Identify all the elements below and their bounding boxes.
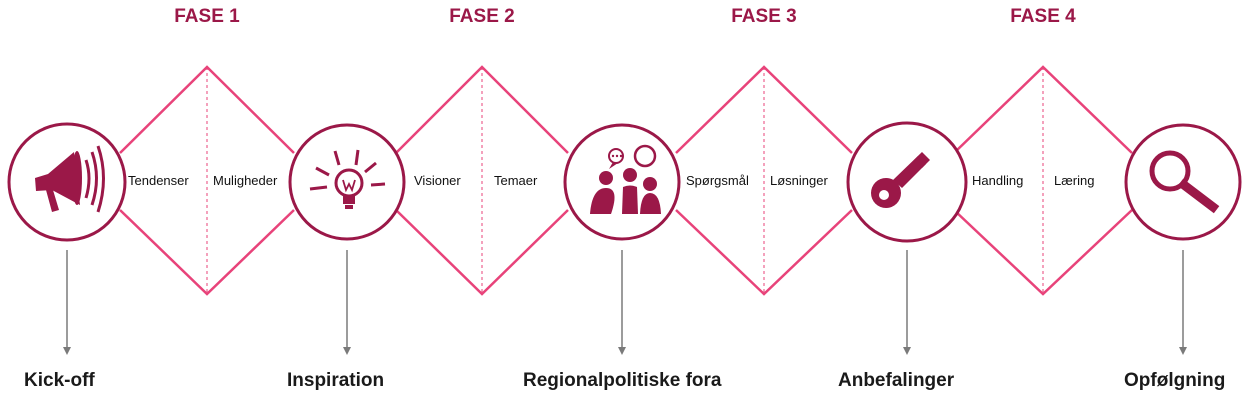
people-talking-icon	[590, 144, 661, 214]
phase-3-diamond	[675, 65, 853, 296]
phase-3-left-word: Spørgsmål	[686, 173, 749, 188]
step-circle-regionalpolitiske-fora	[563, 123, 681, 241]
phase-2-right-word: Temaer	[494, 173, 538, 188]
step-label-kick-off: Kick-off	[24, 370, 95, 391]
phase-1-title: FASE 1	[174, 6, 240, 27]
arrow-opfolgning	[1179, 250, 1187, 355]
step-label-opfolgning: Opfølgning	[1124, 370, 1226, 391]
phase-4-left-word: Handling	[972, 173, 1024, 188]
phase-1-diamond	[119, 65, 295, 296]
key-icon	[871, 152, 930, 208]
phase-2-title: FASE 2	[449, 6, 515, 27]
arrow-regionalpolitiske-fora	[618, 250, 626, 355]
megaphone-icon	[35, 145, 105, 213]
arrow-kick-off	[63, 250, 71, 355]
step-circle-inspiration	[288, 123, 406, 241]
step-label-regionalpolitiske-fora: Regionalpolitiske fora	[523, 370, 722, 391]
arrow-inspiration	[343, 250, 351, 355]
phase-2-diamond	[395, 65, 569, 296]
step-label-anbefalinger: Anbefalinger	[838, 370, 955, 391]
phase-4-diamond	[953, 65, 1133, 296]
step-label-inspiration: Inspiration	[287, 370, 385, 391]
lightbulb-icon	[309, 149, 386, 209]
phase-3-right-word: Løsninger	[770, 173, 828, 188]
phase-2-left-word: Visioner	[414, 173, 461, 188]
phase-4-right-word: Læring	[1054, 173, 1095, 188]
phase-1-left-word: Tendenser	[128, 173, 189, 188]
phase-1-right-word: Muligheder	[213, 173, 278, 188]
arrow-anbefalinger	[903, 250, 911, 355]
phase-3-title: FASE 3	[731, 6, 797, 27]
magnifier-icon	[1149, 150, 1220, 214]
phase-4-title: FASE 4	[1010, 6, 1076, 27]
